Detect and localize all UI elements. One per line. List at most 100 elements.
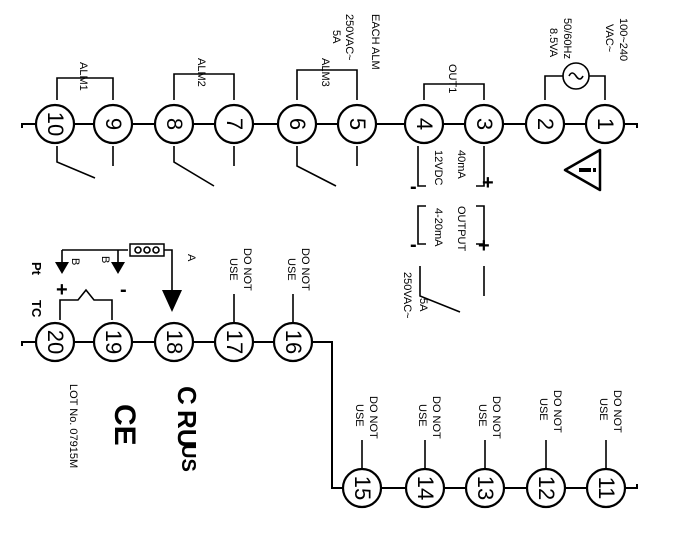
do-not-use-13: DO NOT USE [476,396,502,468]
ul-ru-mark: RU [172,410,202,448]
terminal-9-number: 9 [101,118,126,130]
dnu-14-line2: USE [416,404,428,427]
power-voltage-range: 100~240 [617,18,629,61]
terminal-6-number: 6 [285,118,310,130]
terminal-6[interactable]: 6 [276,103,318,145]
terminal-3[interactable]: 3 [463,103,505,145]
terminal-18[interactable]: 18 [153,321,195,363]
terminal-1[interactable]: 1 [584,103,626,145]
tc-label: TC [29,300,44,318]
ma-range-label: 4-20mA [432,208,444,247]
terminal-8-number: 8 [162,118,187,130]
out1-group: OUT1 12VDC 40mA - + 4-20mA OUTPUT - + 5A… [401,64,494,319]
b-label-2: B [99,256,111,263]
terminal-11[interactable]: 11 [585,467,627,509]
ul-c-mark: C [172,386,202,405]
dnu-11-line1: DO NOT [611,390,623,433]
dnu-13-line1: DO NOT [490,396,502,439]
terminal-16[interactable]: 16 [272,321,314,363]
dc-plus: + [482,172,494,194]
terminal-14-number: 14 [413,476,438,500]
dc-voltage-label: 12VDC [432,150,444,186]
dc-current-label: 40mA [455,150,467,179]
terminal-2-number: 2 [533,118,558,130]
do-not-use-12: DO NOT USE [537,390,563,468]
alm3-label: ALM3 [319,58,331,87]
ma-minus: - [410,234,417,256]
terminal-20[interactable]: 20 [34,321,76,363]
terminal-5-number: 5 [345,118,370,130]
terminal-13-number: 13 [473,476,498,500]
alm2-label: ALM2 [195,58,207,87]
dnu-13-line2: USE [476,404,488,427]
terminal-15-number: 15 [350,476,375,500]
sensor-input-wiring: Pt TC B B A + - [29,243,197,320]
terminal-1-number: 1 [593,118,618,130]
terminal-2[interactable]: 2 [524,103,566,145]
pt-label: Pt [29,262,44,276]
alarm-2-group: ALM2 [173,58,235,187]
dnu-14-line1: DO NOT [430,396,442,439]
ma-output-label: OUTPUT [455,206,467,252]
terminal-9[interactable]: 9 [92,103,134,145]
ac-source-icon [562,62,590,90]
alarm-1-group: ALM1 [56,62,114,179]
dnu-12-line2: USE [537,398,549,421]
terminal-7[interactable]: 7 [213,103,255,145]
terminal-4-number: 4 [412,118,437,130]
dnu-15-line2: USE [353,404,365,427]
terminal-19-number: 19 [101,330,126,354]
dnu-16-line2: USE [285,258,297,281]
power-vac: VAC~ [603,24,615,52]
power-frequency: 50/60Hz [561,18,573,59]
do-not-use-14: DO NOT USE [416,396,442,468]
warning-icon [563,148,602,192]
terminal-11-number: 11 [594,477,619,500]
dnu-17-line1: DO NOT [241,248,253,291]
terminal-16-number: 16 [281,330,306,354]
dnu-15-line1: DO NOT [367,396,379,439]
a-label: A [185,254,197,262]
power-group: 100~240 VAC~ 50/60Hz 8.5VA [544,18,629,192]
terminal-4[interactable]: 4 [403,103,445,145]
each-alm-current: 5A [330,30,342,44]
ul-us-mark: US [177,444,199,472]
middle-terminal-bus [21,341,638,489]
terminal-13[interactable]: 13 [464,467,506,509]
each-alm-label: EACH ALM [369,14,381,70]
terminal-14[interactable]: 14 [404,467,446,509]
dnu-16-line1: DO NOT [299,248,311,291]
tc-plus: + [56,279,68,301]
do-not-use-17: DO NOT USE [227,248,253,322]
ma-plus: + [478,235,490,257]
terminal-8[interactable]: 8 [153,103,195,145]
relay-voltage-label: 250VAC~ [401,272,413,319]
dnu-12-line1: DO NOT [551,390,563,433]
each-alm-voltage: 250VAC~ [343,14,355,61]
terminal-10-number: 10 [43,112,68,136]
cert-marks: C RU US CE [108,386,202,472]
terminal-12-number: 12 [534,476,559,500]
b-label-1: B [69,258,81,265]
terminal-3-number: 3 [472,118,497,130]
do-not-use-16: DO NOT USE [285,248,311,322]
lot-number: LOT No. 07915M [67,384,79,468]
terminal-18-number: 18 [162,330,187,354]
dnu-17-line2: USE [227,258,239,281]
terminal-5[interactable]: 5 [336,103,378,145]
do-not-use-15: DO NOT USE [353,396,379,468]
terminal-15[interactable]: 15 [341,467,383,509]
terminal-17[interactable]: 17 [213,321,255,363]
power-va: 8.5VA [547,28,559,58]
dc-minus: - [410,176,417,198]
terminal-19[interactable]: 19 [92,321,134,363]
terminal-7-number: 7 [222,118,247,130]
alarm-3-group: ALM3 EACH ALM 250VAC~ 5A [296,14,381,187]
terminal-10[interactable]: 10 [34,103,76,145]
alm1-label: ALM1 [77,62,89,91]
terminal-17-number: 17 [222,330,247,354]
top-terminal-bus [21,123,638,128]
do-not-use-11: DO NOT USE [597,390,623,468]
terminal-12[interactable]: 12 [525,467,567,509]
